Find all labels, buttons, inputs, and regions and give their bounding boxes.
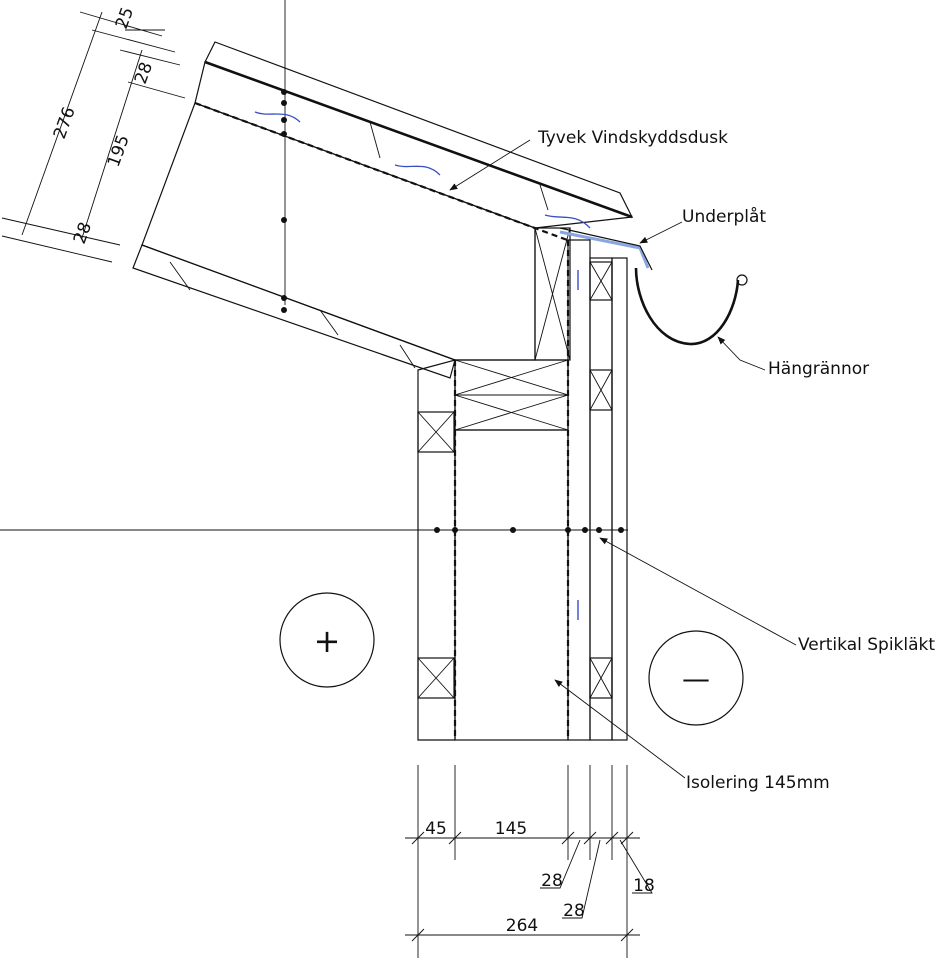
roof-section bbox=[132, 41, 634, 379]
underplat-label: Underplåt bbox=[682, 206, 766, 227]
gutter-bead bbox=[736, 274, 748, 286]
roof-airflow-1 bbox=[254, 111, 301, 123]
dim-wall-total: 264 bbox=[506, 916, 538, 936]
wall-section bbox=[417, 239, 628, 741]
air-gap bbox=[567, 239, 591, 741]
roof-wind-barrier bbox=[194, 101, 571, 243]
inner-stud-2 bbox=[417, 657, 455, 699]
inside-symbol-circle bbox=[279, 592, 375, 688]
dim-wall-gap2: 28 bbox=[563, 901, 585, 921]
spiklakt-leader bbox=[599, 537, 797, 646]
tyvek-leader bbox=[449, 139, 531, 191]
batten-2-cross bbox=[589, 369, 613, 411]
isolering-leader bbox=[554, 679, 686, 779]
roof-dimensions bbox=[1, 11, 186, 263]
spiklakt-label: Vertikal Spikläkt bbox=[798, 635, 935, 655]
dim-roof-total: 276 bbox=[50, 104, 80, 141]
outside-symbol: — bbox=[682, 662, 710, 695]
hangrannor-leader bbox=[717, 336, 766, 371]
roof-inner-batten-1 bbox=[169, 261, 191, 291]
dim-roof-batten: 28 bbox=[131, 60, 157, 87]
rafter-end-cross-b bbox=[534, 227, 571, 361]
roof-airflow-2 bbox=[394, 164, 441, 176]
batten-3-cross bbox=[589, 657, 613, 699]
dim-roof-bottom: 28 bbox=[70, 220, 96, 247]
inner-stud-1-cross bbox=[417, 411, 455, 453]
roof-inner-board bbox=[132, 244, 456, 379]
roof-batten-2 bbox=[539, 184, 549, 211]
dim-roof-insulation: 195 bbox=[104, 132, 134, 169]
dim-wall-gap1: 28 bbox=[541, 871, 563, 891]
wall-dimensions bbox=[405, 765, 653, 958]
inner-stud-2-cross bbox=[417, 657, 455, 699]
underplat-leader bbox=[639, 221, 683, 244]
roof-inner-batten-3 bbox=[399, 344, 416, 369]
underplat-flashing bbox=[559, 230, 650, 269]
outside-symbol-circle bbox=[648, 630, 744, 726]
exterior-panel bbox=[611, 257, 628, 741]
tyvek-label: Tyvek Vindskyddsdusk bbox=[537, 128, 728, 148]
wall-insulation bbox=[454, 429, 569, 741]
underplat-outline bbox=[559, 227, 653, 271]
inside-symbol: + bbox=[314, 622, 341, 660]
dim-wall-stud: 45 bbox=[425, 819, 447, 839]
roof-insulation bbox=[141, 102, 536, 361]
roof-inner-batten-2 bbox=[319, 309, 339, 336]
batten-1-cross bbox=[589, 261, 613, 301]
spiklakt-layer bbox=[589, 257, 613, 741]
fastener-dots bbox=[281, 89, 624, 533]
dim-wall-insulation: 145 bbox=[495, 819, 527, 839]
hangrannor-label: Hängrännor bbox=[768, 359, 869, 379]
gutter bbox=[634, 267, 740, 346]
roof-airflow-3 bbox=[544, 214, 591, 229]
roof-batten-1 bbox=[369, 121, 381, 159]
dim-wall-panel: 18 bbox=[633, 876, 655, 896]
isolering-label: Isolering 145mm bbox=[686, 773, 830, 793]
